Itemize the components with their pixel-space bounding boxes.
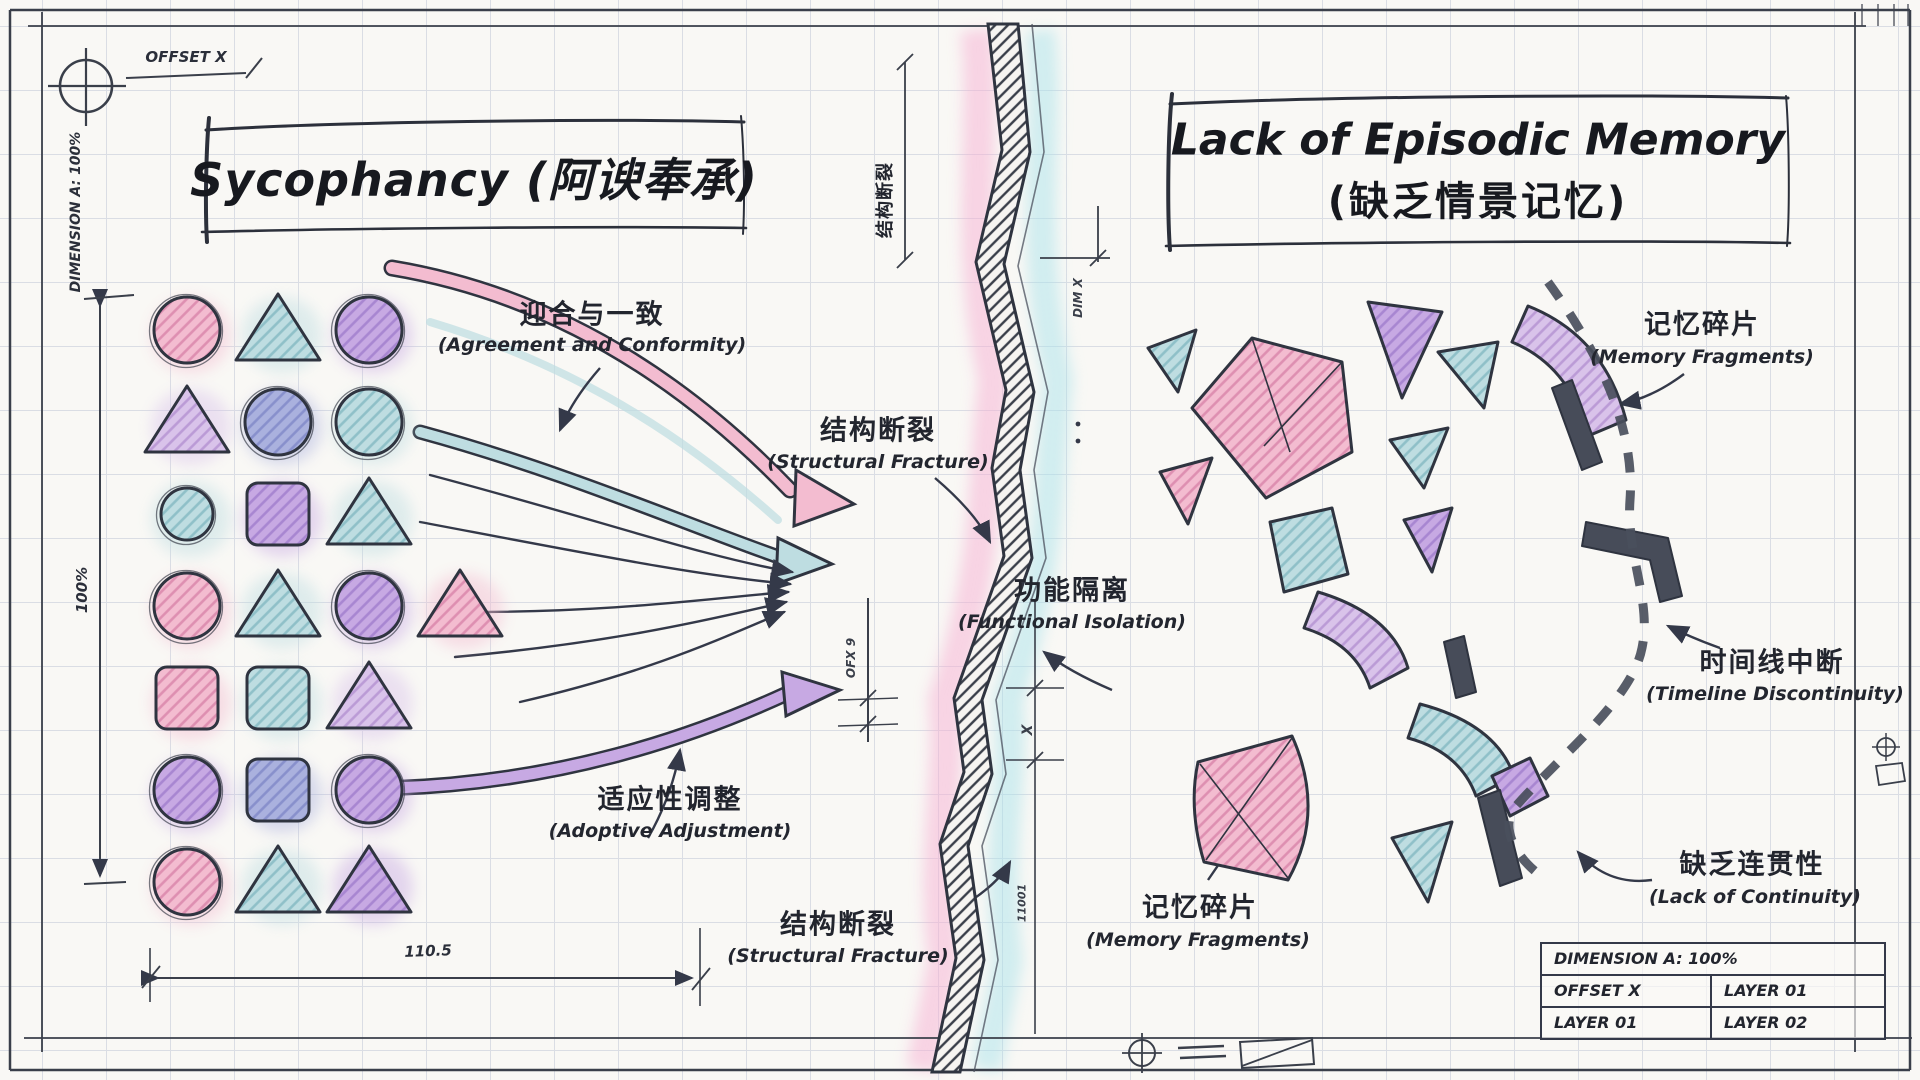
title-block-layer01b: LAYER 01 — [1542, 1008, 1712, 1038]
pink-triangle — [416, 568, 504, 649]
teal-triangle — [325, 476, 413, 557]
lilac-triangle — [143, 384, 231, 465]
agreement-label-cn: 迎合与一致 — [519, 299, 665, 331]
fracture-measurements — [837, 53, 1110, 1034]
adaptive-label-en: (Adoptive Adjustment) — [548, 820, 792, 842]
teal-triangle — [234, 844, 322, 925]
agreement-label-en: (Agreement and Conformity) — [437, 334, 747, 356]
memory-fragments — [1146, 279, 1683, 904]
sheet-frame — [8, 4, 1912, 1072]
bottom-dimension — [141, 928, 711, 1006]
blue-circle — [239, 385, 322, 465]
title-block-layer02: LAYER 02 — [1724, 1013, 1808, 1032]
lilac-triangle — [325, 660, 413, 741]
memory-fragments-bottom-en: (Memory Fragments) — [1086, 929, 1310, 951]
title-block-dimension: DIMENSION A: 100% — [1554, 949, 1738, 968]
structural-fracture-top-en: (Structural Fracture) — [767, 451, 989, 473]
crosshair-icon — [48, 48, 126, 126]
pink-square — [151, 665, 231, 741]
right-title-box — [1164, 92, 1792, 252]
dimension-a-label: DIMENSION A: 100% — [68, 131, 84, 293]
pink-circle — [148, 293, 231, 373]
title-block-layer01a: LAYER 01 — [1724, 981, 1808, 1000]
blue-square — [242, 757, 322, 833]
offset-x-leader — [125, 57, 263, 79]
right-panel-title-line1: Lack of Episodic Memory — [1170, 114, 1786, 166]
lack-of-continuity-en: (Lack of Continuity) — [1649, 886, 1861, 908]
purple-circle — [330, 293, 413, 373]
adaptive-label-cn: 适应性调整 — [597, 784, 743, 816]
timeline-discontinuity-en: (Timeline Discontinuity) — [1646, 683, 1904, 705]
shape-grid — [143, 292, 504, 925]
table-row: LAYER 01 LAYER 02 — [1542, 1006, 1884, 1038]
teal-circle — [330, 385, 413, 465]
functional-isolation-en: (Functional Isolation) — [958, 611, 1186, 633]
drafting-symbols-icon — [1122, 1033, 1316, 1073]
right-panel-title-line2: (缺乏情景记忆) — [1327, 179, 1629, 225]
ofx-mark: OFX 9 — [844, 637, 858, 679]
num-mark: 11001 — [1015, 883, 1029, 923]
title-block-offset: OFFSET X — [1542, 976, 1712, 1006]
teal-circle — [151, 481, 231, 557]
teal-triangle — [234, 568, 322, 649]
functional-isolation-cn: 功能隔离 — [1014, 575, 1130, 607]
dim-x-mark: DIM X — [1071, 278, 1085, 318]
purple-circle — [330, 753, 413, 833]
horizontal-dim-value: 110.5 — [403, 941, 453, 961]
purple-triangle — [325, 844, 413, 925]
memory-fragments-top-cn: 记忆碎片 — [1644, 309, 1760, 341]
vertical-dim-value: 100% — [73, 566, 91, 614]
memory-fragments-top-en: (Memory Fragments) — [1590, 346, 1814, 368]
table-row: OFFSET X LAYER 01 — [1542, 974, 1884, 1006]
pink-circle — [148, 845, 231, 925]
left-panel-title: Sycophancy (阿谀奉承) — [190, 153, 758, 207]
structural-fracture-top-cn: 结构断裂 — [820, 415, 936, 447]
structural-fracture-bottom-cn: 结构断裂 — [780, 909, 896, 941]
table-row: DIMENSION A: 100% — [1542, 944, 1884, 974]
fracture-glow — [906, 27, 1074, 1074]
edge-symbols-icon — [1872, 733, 1907, 787]
lack-of-continuity-cn: 缺乏连贯性 — [1679, 849, 1825, 881]
title-block-table: DIMENSION A: 100% OFFSET X LAYER 01 LAYE… — [1540, 942, 1886, 1040]
fracture-vertical-cn: 结构断裂 — [875, 162, 896, 238]
teal-triangle — [234, 292, 322, 373]
x-mark: X — [1020, 724, 1036, 736]
purple-circle — [330, 569, 413, 649]
purple-circle — [148, 753, 231, 833]
pink-circle — [148, 569, 231, 649]
timeline-discontinuity-cn: 时间线中断 — [1699, 647, 1845, 679]
left-dimension — [83, 289, 135, 885]
converging-arrows — [383, 259, 858, 796]
structural-fracture-bottom-en: (Structural Fracture) — [727, 945, 949, 967]
offset-x-label: OFFSET X — [145, 48, 227, 66]
fracture-band — [930, 22, 1049, 1074]
purple-square — [242, 481, 322, 557]
memory-fragments-bottom-cn: 记忆碎片 — [1142, 892, 1258, 924]
teal-square — [242, 665, 322, 741]
left-title-box — [200, 115, 748, 244]
